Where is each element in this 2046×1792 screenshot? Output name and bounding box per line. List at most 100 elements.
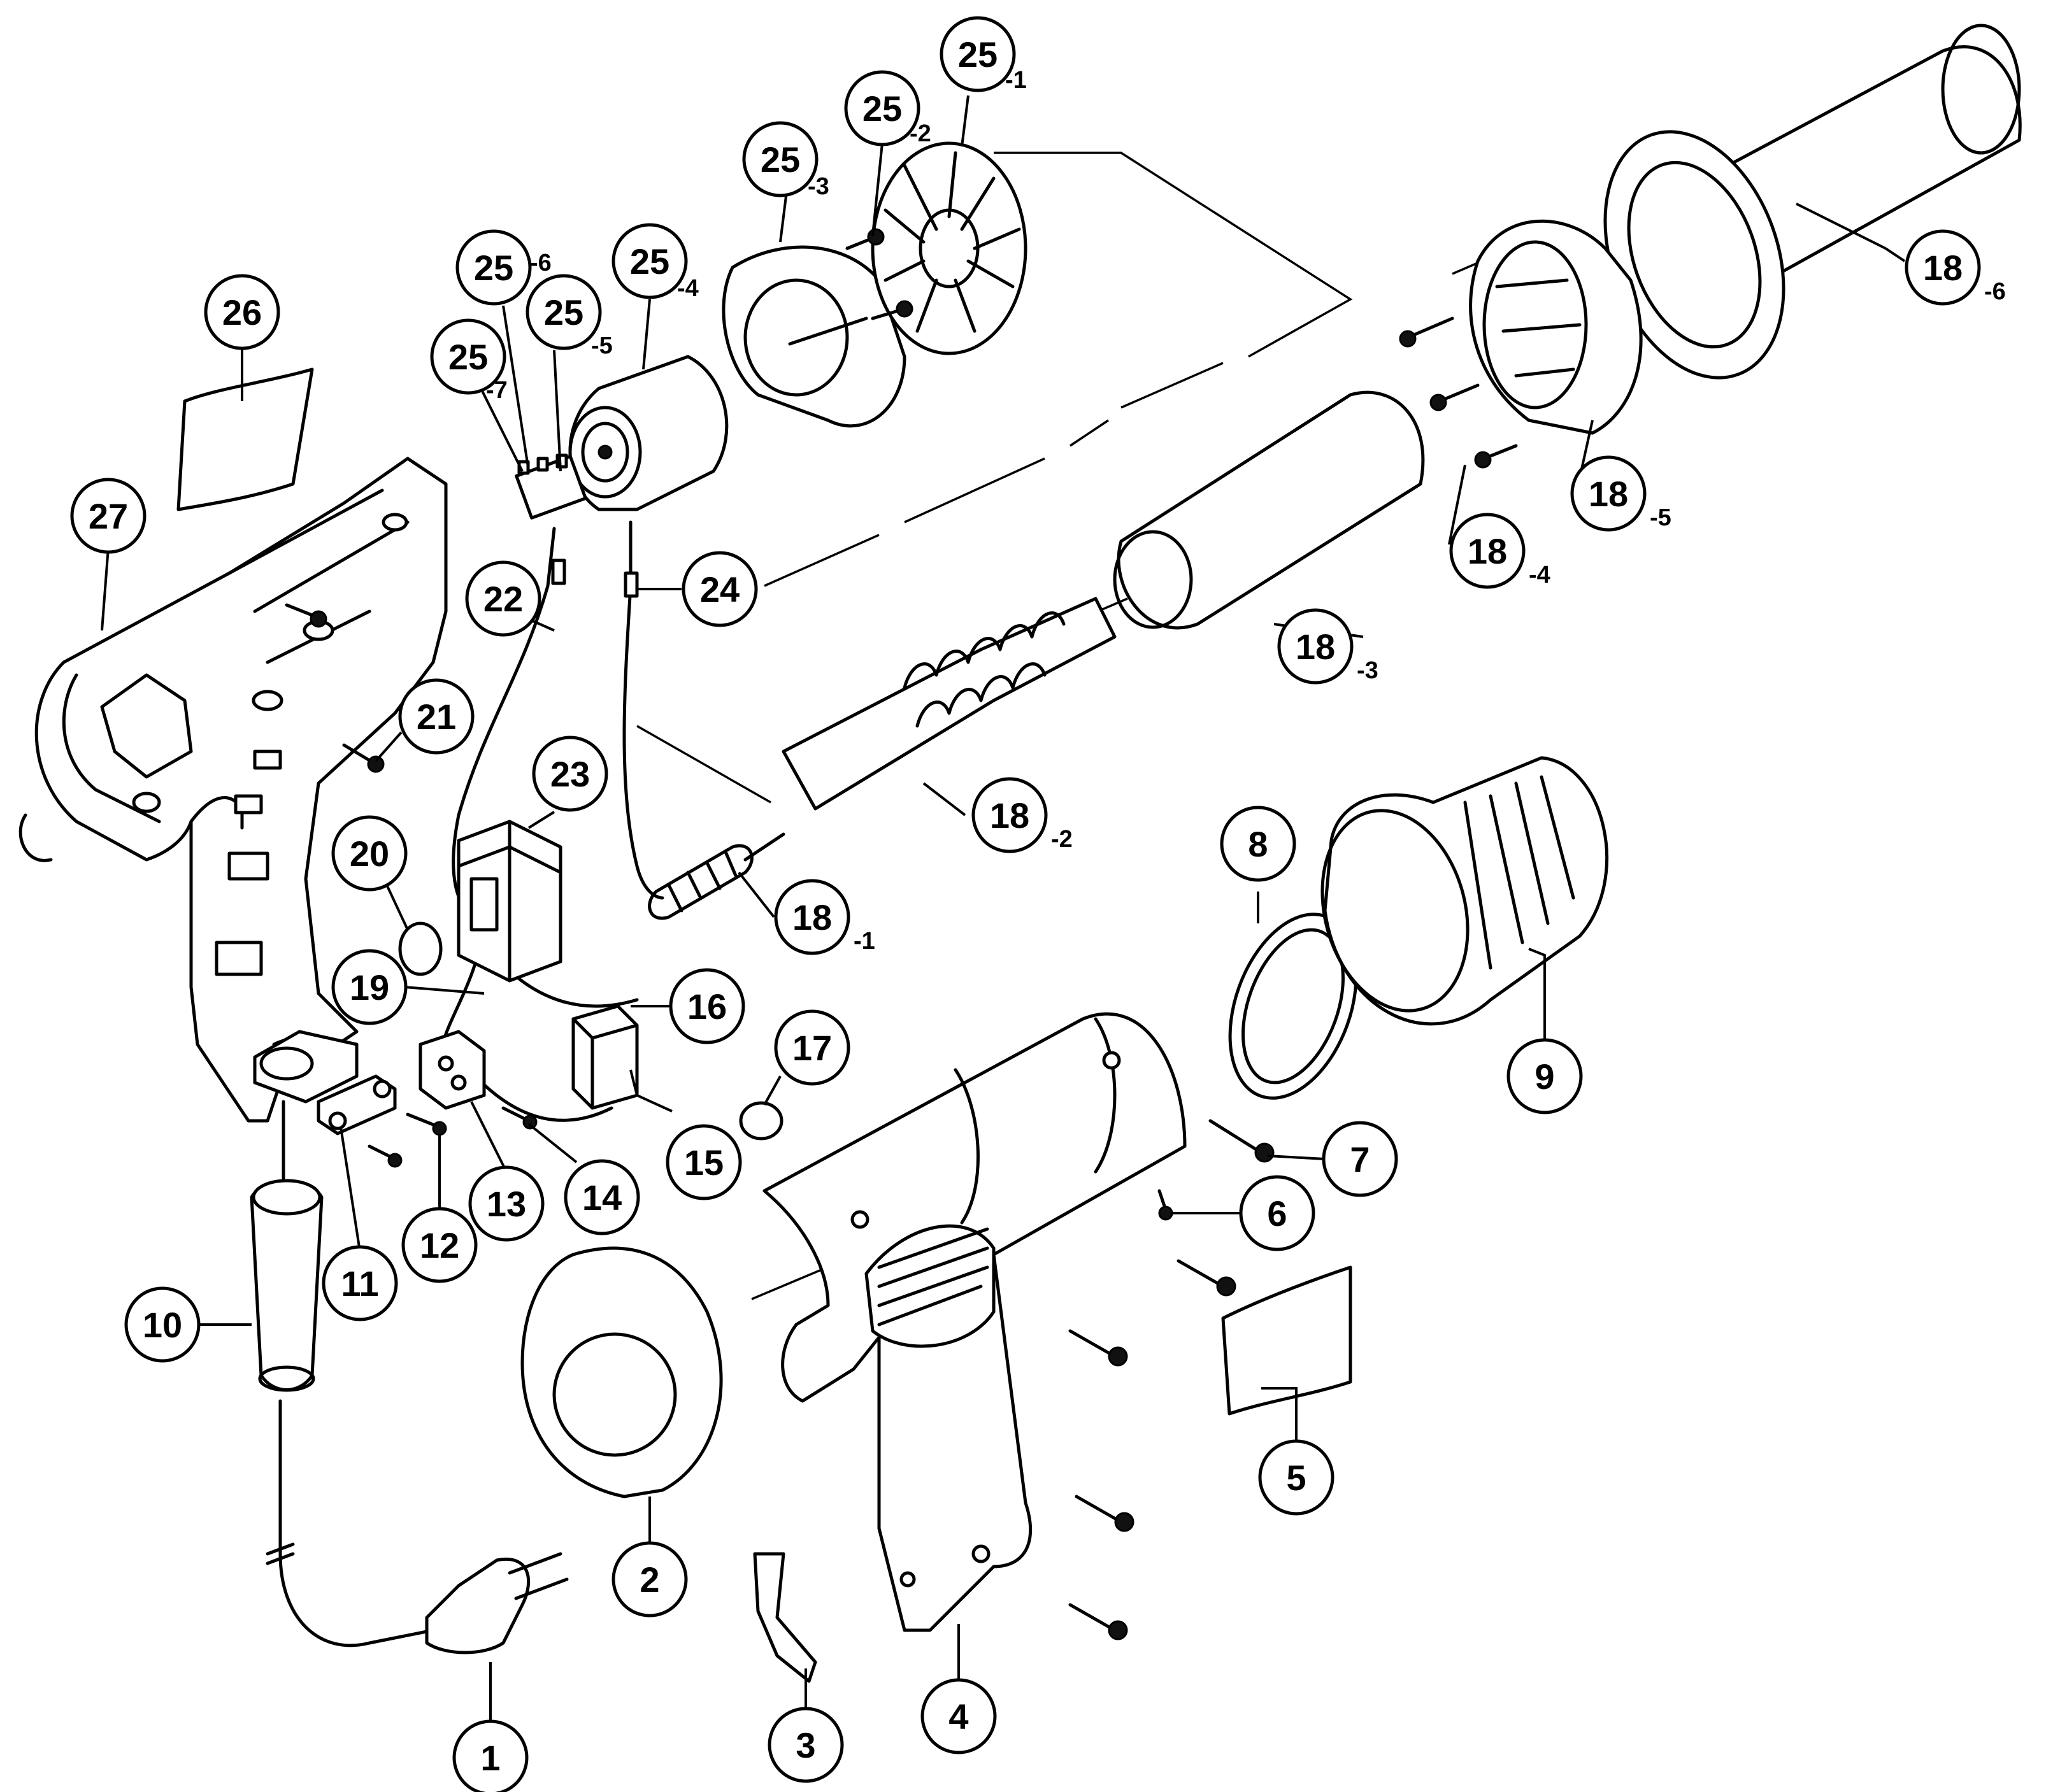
- callout-25-6: 25 -6: [455, 229, 552, 306]
- svg-text:25: 25: [761, 139, 800, 180]
- cable-sleeve: [648, 832, 785, 920]
- callout-25-2: 25 -2: [844, 70, 931, 147]
- callout-15: 15: [666, 1124, 742, 1200]
- callout-21: 21: [398, 678, 475, 755]
- callout-12: 12: [401, 1207, 478, 1283]
- mains-cable: [266, 1399, 569, 1654]
- svg-text:-5: -5: [591, 332, 613, 359]
- svg-text:22: 22: [483, 579, 523, 619]
- svg-text:21: 21: [417, 697, 456, 737]
- callout-18-2: 18-2: [971, 777, 1073, 853]
- svg-text:-6: -6: [1984, 278, 2006, 305]
- callout-18-6: 18-6: [1905, 229, 2006, 306]
- svg-text:-1: -1: [854, 928, 875, 955]
- callout-8: 8: [1220, 806, 1296, 882]
- callout-10: 10: [124, 1286, 201, 1363]
- cap-screws: [1399, 316, 1518, 469]
- svg-text:6: 6: [1267, 1193, 1287, 1234]
- capacitor: [398, 921, 443, 976]
- fan-wheel: [871, 141, 1027, 355]
- callout-25-3: 25-3: [742, 121, 829, 200]
- housing-label: [176, 367, 314, 511]
- callout-27: 27: [70, 478, 147, 554]
- svg-text:-1: -1: [1005, 67, 1027, 94]
- fan-housing: [722, 245, 906, 428]
- svg-text:27: 27: [89, 496, 128, 536]
- svg-text:8: 8: [1248, 824, 1268, 864]
- nozzle-cap: [1320, 756, 1609, 1026]
- grommet: [739, 1101, 783, 1141]
- callout-25-4: 25-4: [612, 223, 699, 302]
- svg-text:-2: -2: [910, 120, 931, 147]
- svg-text:11: 11: [341, 1263, 378, 1304]
- terminal-screw: [501, 1106, 538, 1130]
- cable-clamp: [317, 1074, 447, 1168]
- svg-text:1: 1: [480, 1738, 500, 1778]
- callout-3: 3: [768, 1707, 844, 1783]
- svg-text:-5: -5: [1650, 504, 1671, 531]
- svg-text:4: 4: [948, 1696, 968, 1737]
- cable-entry: [253, 1030, 359, 1104]
- cable-guard: [250, 1100, 324, 1392]
- motor-assembly: [515, 355, 729, 520]
- svg-text:7: 7: [1350, 1139, 1370, 1179]
- callout-25-5: 25 -5: [526, 274, 613, 359]
- switch-block: [457, 820, 562, 983]
- callout-25-1: 25-1: [940, 16, 1027, 94]
- svg-text:17: 17: [792, 1028, 832, 1068]
- svg-text:3: 3: [796, 1725, 815, 1765]
- terminal-block: [418, 1030, 486, 1110]
- callout-20: 20: [331, 815, 408, 892]
- heating-coil: [782, 597, 1117, 811]
- svg-text:18: 18: [1468, 531, 1507, 571]
- svg-text:-6: -6: [530, 250, 552, 276]
- callout-11: 11: [322, 1245, 398, 1321]
- callout-26: 26: [204, 274, 280, 350]
- svg-text:5: 5: [1286, 1458, 1306, 1498]
- svg-text:-7: -7: [486, 377, 508, 404]
- callout-25-7: 25-7: [430, 318, 508, 404]
- svg-text:10: 10: [143, 1305, 182, 1345]
- callout-24: 24: [682, 551, 758, 627]
- svg-text:25: 25: [544, 292, 583, 332]
- housing-label-front: [1221, 1265, 1352, 1416]
- svg-text:23: 23: [550, 754, 590, 794]
- callout-9: 9: [1506, 1038, 1583, 1114]
- callout-6: 6: [1239, 1175, 1315, 1251]
- callout-bubbles: 1 2 3 4 5 6 7 8 9 10 11 12 13 14 15 16 1…: [70, 16, 2006, 1792]
- tube-flange: [1603, 130, 1785, 380]
- callout-17: 17: [774, 1009, 850, 1086]
- svg-text:24: 24: [700, 569, 740, 609]
- callout-14: 14: [564, 1159, 640, 1235]
- svg-text:-2: -2: [1051, 826, 1073, 853]
- svg-text:16: 16: [687, 986, 727, 1027]
- svg-text:9: 9: [1534, 1056, 1554, 1097]
- svg-text:19: 19: [350, 967, 389, 1007]
- callout-22: 22: [465, 560, 541, 637]
- svg-text:-3: -3: [1357, 657, 1378, 684]
- housing-screw-21: [342, 743, 385, 773]
- svg-text:13: 13: [487, 1184, 526, 1224]
- svg-text:18: 18: [1589, 474, 1628, 514]
- callout-18-3: 18-3: [1277, 608, 1378, 685]
- front-housing-half: [762, 1012, 1187, 1632]
- callout-16: 16: [669, 968, 745, 1044]
- svg-text:12: 12: [420, 1225, 459, 1265]
- callout-23: 23: [532, 736, 608, 812]
- svg-text:25: 25: [862, 89, 902, 129]
- svg-text:26: 26: [222, 292, 262, 332]
- svg-text:25: 25: [474, 248, 513, 288]
- svg-text:2: 2: [640, 1560, 659, 1600]
- callout-4: 4: [920, 1678, 997, 1754]
- svg-text:-4: -4: [677, 275, 699, 302]
- svg-text:20: 20: [350, 834, 389, 874]
- svg-text:-4: -4: [1529, 562, 1550, 588]
- housing-screw-upper: [285, 603, 327, 628]
- interference-choke: [571, 1004, 639, 1110]
- callout-5: 5: [1258, 1439, 1334, 1516]
- callout-1: 1: [452, 1719, 529, 1792]
- callout-2: 2: [612, 1541, 688, 1618]
- rear-housing-half: [18, 457, 448, 1123]
- svg-text:15: 15: [684, 1142, 724, 1183]
